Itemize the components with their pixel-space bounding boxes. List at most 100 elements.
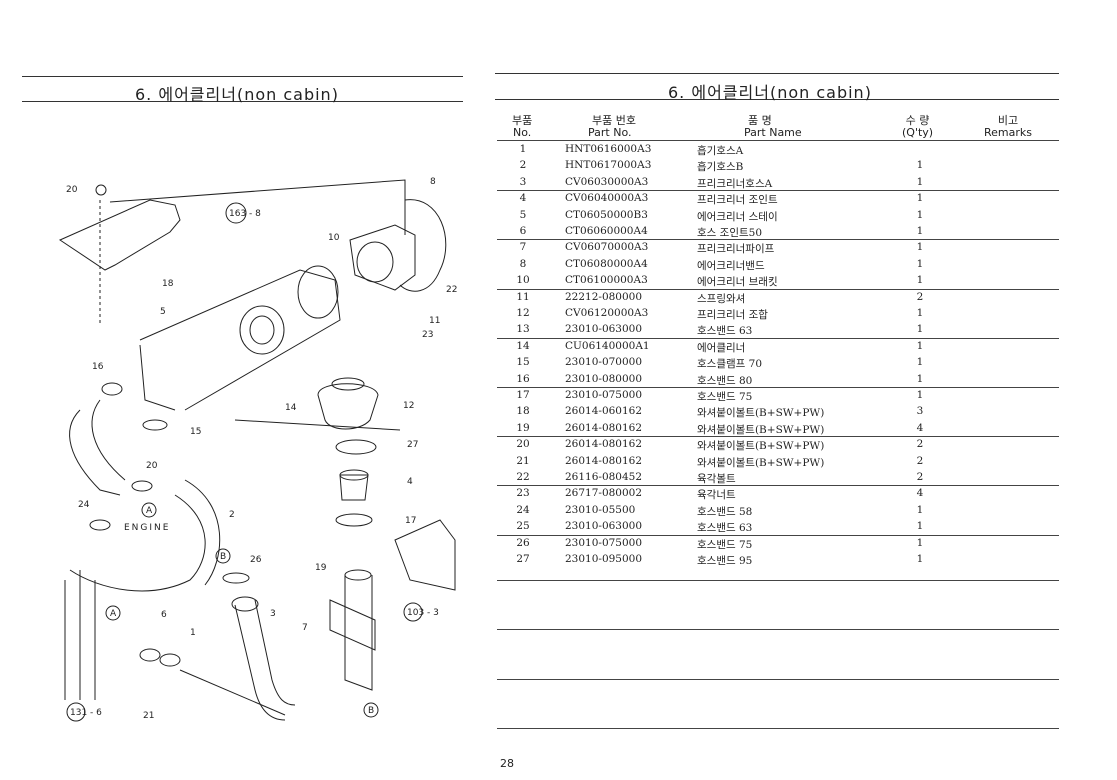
quantity-cell: 1 (916, 372, 924, 385)
joint-6 (139, 648, 161, 662)
label-3: 3 (270, 609, 276, 619)
label-ref-131: 131 - 6 (70, 708, 102, 718)
band-17 (335, 513, 373, 527)
part-code-cell: CT06100000A3 (565, 274, 648, 287)
part-name-cell: 호스밴드 63 (697, 325, 753, 338)
band-8 (399, 199, 447, 292)
blank-rule-4 (497, 728, 1059, 729)
row-group-separator (497, 436, 1059, 438)
label-5: 5 (160, 307, 166, 317)
part-code-cell: HNT0617000A3 (565, 159, 652, 172)
quantity-cell: 2 (916, 471, 924, 483)
blank-rule-3 (497, 679, 1059, 680)
row-group-separator (497, 534, 1059, 536)
clamp-26 (222, 572, 250, 584)
part-code-cell: HNT0616000A3 (565, 143, 652, 155)
pipe-7-plate (329, 599, 376, 651)
part-code-cell: CT06050000B3 (565, 208, 648, 221)
part-number-cell: 15 (516, 356, 530, 369)
part-name-cell: 육각너트 (697, 489, 736, 502)
part-code-cell: 26014-080162 (565, 438, 643, 451)
right-title-rule-bottom (495, 99, 1059, 100)
pipe-7 (344, 575, 373, 691)
bracket-10 (349, 224, 416, 291)
part-name-cell: 호스 조인트50 (697, 227, 762, 239)
part-number-cell: 17 (516, 389, 530, 401)
mount-bracket-line (109, 179, 406, 235)
part-code-cell: 23010-075000 (565, 536, 643, 549)
header-name-en: Part Name (744, 126, 802, 139)
header-no-ko: 부품 (512, 114, 533, 127)
ref-103-circle (403, 602, 423, 622)
hose-3 (234, 604, 286, 721)
part-code-cell: CU06140000A1 (565, 339, 650, 352)
header-separator (497, 140, 1059, 141)
quantity-cell: 1 (916, 389, 924, 401)
part-number-cell: 27 (516, 553, 530, 565)
hose-2-inner (184, 479, 221, 586)
bracket-10-hole (356, 241, 394, 283)
part-number-cell: 22 (516, 471, 530, 483)
header-name: 품 명 Part Name (744, 115, 802, 139)
part-code-cell: 23010-063000 (565, 323, 643, 336)
part-number-cell: 7 (519, 241, 527, 254)
part-code-cell: CV06070000A3 (565, 241, 649, 254)
label-11: 11 (429, 316, 440, 326)
row-group-separator (497, 239, 1059, 241)
part-name-cell: 와셔붙이볼트(B+SW+PW) (697, 407, 825, 420)
quantity-cell: 1 (916, 274, 924, 287)
hose-1 (69, 409, 121, 496)
label-marker-a1: A (146, 506, 153, 516)
part-name-cell: 와셔붙이볼트(B+SW+PW) (697, 440, 825, 453)
part-name-cell: 와셔붙이볼트(B+SW+PW) (697, 423, 825, 436)
part-name-cell: 흡기호스B (697, 161, 744, 174)
part-number-cell: 12 (516, 307, 530, 319)
quantity-cell: 1 (916, 225, 924, 237)
row-group-separator (497, 337, 1059, 339)
row-group-separator (497, 190, 1059, 192)
hose-2 (69, 494, 206, 592)
pre-cleaner-12 (317, 383, 379, 430)
part-code-cell: 23010-070000 (565, 356, 643, 369)
blank-rule-1 (497, 580, 1059, 581)
part-code-cell: 26014-080162 (565, 421, 643, 434)
part-name-cell: 호스클램프 70 (697, 358, 762, 371)
quantity-cell: 1 (916, 175, 924, 188)
label-22: 22 (446, 285, 457, 295)
part-number-cell: 16 (516, 372, 530, 385)
part-name-cell: 에어클리너 (697, 341, 746, 354)
left-title-rule-top (22, 76, 463, 77)
leader-hose-end (179, 669, 286, 716)
part-number-cell: 18 (516, 405, 530, 418)
part-code-cell: 26717-080002 (565, 487, 643, 500)
header-no-en: No. (512, 126, 532, 139)
label-20b: 20 (146, 461, 158, 471)
bolt-20-head (95, 184, 107, 196)
right-title-rule-top (495, 73, 1059, 74)
quantity-cell: 1 (916, 159, 924, 172)
part-code-cell: 26116-080452 (565, 471, 643, 483)
part-number-cell: 25 (516, 520, 530, 533)
part-number-cell: 26 (516, 536, 530, 549)
part-code-cell: 23010-080000 (565, 372, 643, 385)
part-code-cell: CT06060000A4 (565, 225, 648, 237)
blank-rule-2 (497, 629, 1059, 630)
label-marker-a2: A (110, 609, 117, 619)
marker-a1-circle (141, 502, 157, 518)
label-16: 16 (92, 362, 104, 372)
quantity-cell: 1 (916, 356, 924, 369)
label-ref-163: 163 - 8 (229, 209, 261, 219)
label-4: 4 (407, 477, 413, 487)
quantity-cell: 1 (916, 536, 924, 549)
row-group-separator (497, 288, 1059, 290)
quantity-cell: 1 (916, 257, 924, 270)
quantity-cell: 1 (916, 192, 924, 205)
label-10: 10 (328, 233, 340, 243)
marker-b1-circle (215, 548, 231, 564)
